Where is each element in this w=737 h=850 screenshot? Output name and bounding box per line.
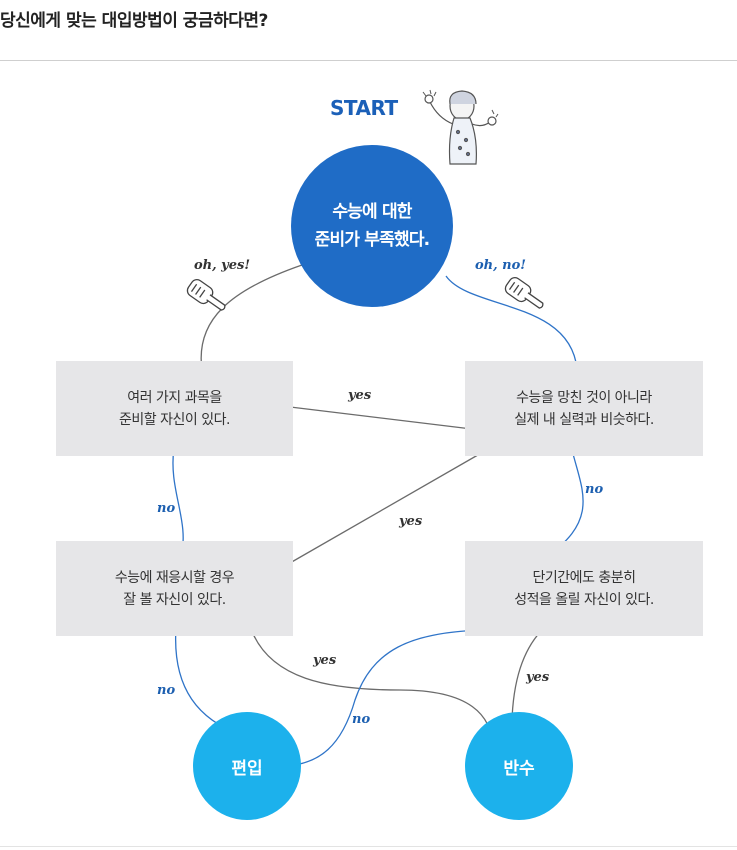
q2-line-1: 수능을 망친 것이 아니라 xyxy=(516,389,652,406)
pointing-hand-icon xyxy=(186,279,226,311)
result-circle-transfer: 편입 xyxy=(193,712,301,820)
result-circle-retake: 반수 xyxy=(465,712,573,820)
start-question-circle: 수능에 대한 준비가 부족했다. xyxy=(291,145,453,307)
start-question-line-2: 준비가 부족했다. xyxy=(314,230,430,250)
q1-line-1: 여러 가지 과목을 xyxy=(127,389,222,406)
result-retake-label: 반수 xyxy=(503,758,535,779)
top-divider xyxy=(0,60,737,61)
page-heading: 당신에게 맞는 대입방법이 궁금하다면? xyxy=(0,11,268,31)
arrow-q2-to-q3 xyxy=(283,447,491,567)
q2-line-2: 실제 내 실력과 비슷하다. xyxy=(514,411,654,428)
question-box-q4: 단기간에도 충분히 성적을 올릴 자신이 있다. xyxy=(465,541,703,636)
arrow-start-to-q1 xyxy=(201,264,303,370)
result-transfer-label: 편입 xyxy=(231,758,263,779)
edge-label-q2-no: no xyxy=(585,482,604,497)
q3-line-1: 수능에 재응시할 경우 xyxy=(114,569,235,586)
edge-label-q3-no: no xyxy=(157,683,176,698)
person-illustration xyxy=(422,89,499,165)
arrow-q4-to-transfer xyxy=(283,629,485,766)
arrow-start-to-q2 xyxy=(445,275,577,369)
question-box-q1: 여러 가지 과목을 준비할 자신이 있다. xyxy=(56,361,293,456)
start-question-line-1: 수능에 대한 xyxy=(332,202,412,222)
edge-label-q4-yes: yes xyxy=(526,670,550,685)
start-label: START xyxy=(330,96,398,120)
arrow-q1-to-q2 xyxy=(281,405,480,430)
q4-line-1: 단기간에도 충분히 xyxy=(532,569,636,586)
q3-line-2: 잘 볼 자신이 있다. xyxy=(123,591,226,608)
question-box-q2: 수능을 망친 것이 아니라 실제 내 실력과 비슷하다. xyxy=(465,361,703,456)
q1-line-2: 준비할 자신이 있다. xyxy=(119,411,230,428)
edge-label-q1-no: no xyxy=(157,501,176,516)
edge-label-oh-no: oh, no! xyxy=(475,258,527,273)
edge-label-q1-yes: yes xyxy=(348,388,372,403)
edge-label-q3-yes: yes xyxy=(313,653,337,668)
edge-label-q2-yes: yes xyxy=(399,514,423,529)
bottom-divider xyxy=(0,846,737,847)
arrow-q3-to-retake xyxy=(249,625,493,748)
edge-label-oh-yes: oh, yes! xyxy=(194,258,251,273)
question-box-q3: 수능에 재응시할 경우 잘 볼 자신이 있다. xyxy=(56,541,293,636)
pointing-hand-icon xyxy=(504,277,544,309)
q4-line-2: 성적을 올릴 자신이 있다. xyxy=(514,591,654,608)
edge-label-q4-no: no xyxy=(352,712,371,727)
